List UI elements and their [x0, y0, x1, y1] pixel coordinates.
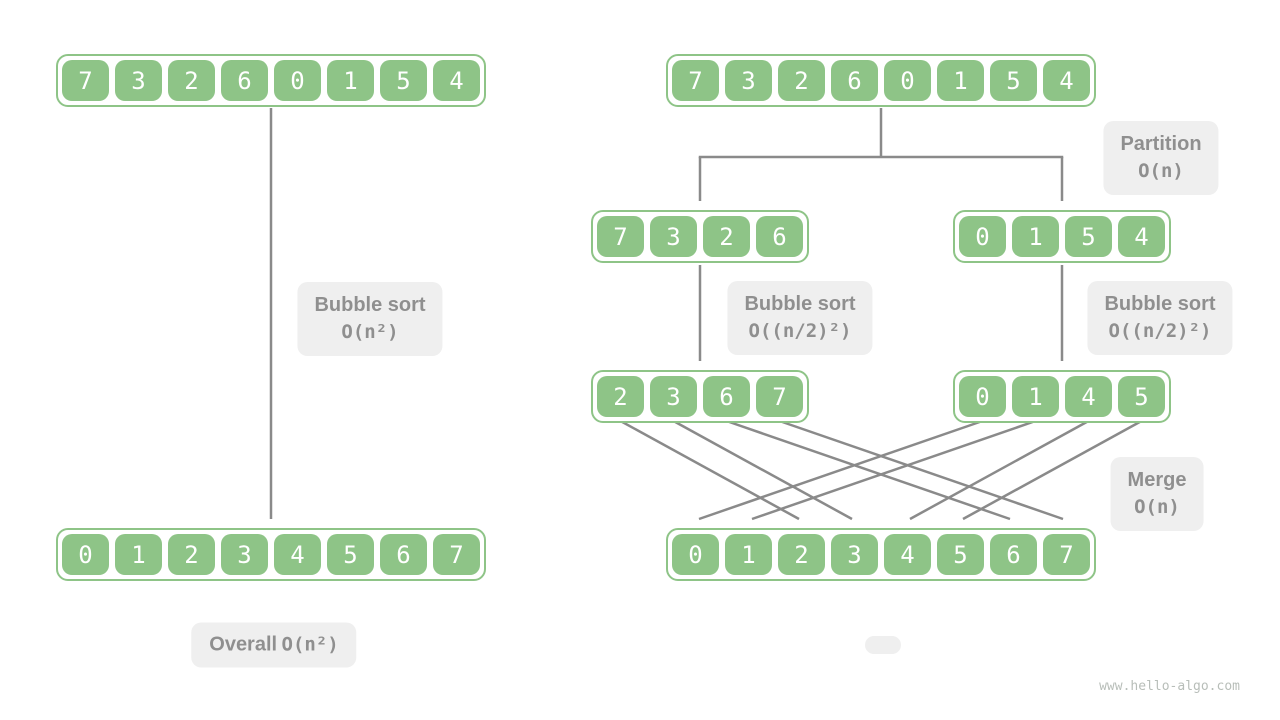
- array-cell: 0: [884, 60, 931, 101]
- label-complexity: O(n): [1138, 160, 1184, 182]
- merge-arrow-val4: [909, 419, 1090, 521]
- array-cell: 7: [1043, 534, 1090, 575]
- bubble-sort-label-sub-left: Bubble sort O((n/2)²): [727, 281, 873, 355]
- array-cell: 1: [725, 534, 772, 575]
- array-cell: 6: [831, 60, 878, 101]
- label-title: Bubble sort: [1104, 293, 1216, 315]
- array-cell: 0: [959, 376, 1006, 417]
- array-cell: 1: [1012, 216, 1059, 257]
- bubble-sort-label-left: Bubble sort O(n²): [297, 282, 443, 356]
- array-cell: 2: [778, 60, 825, 101]
- label-complexity: O((n/2)²): [748, 320, 852, 342]
- array-cell: 3: [115, 60, 162, 101]
- array-cell: 5: [380, 60, 427, 101]
- array-cell: 7: [433, 534, 480, 575]
- array-cell: 5: [990, 60, 1037, 101]
- array-cell: 4: [1118, 216, 1165, 257]
- overall-label-right: [865, 636, 901, 654]
- array-cell: 6: [990, 534, 1037, 575]
- array-cell: 5: [327, 534, 374, 575]
- label-complexity: O(n²): [341, 321, 399, 343]
- array-cell: 5: [1065, 216, 1112, 257]
- merge-arrow-val7: [779, 419, 1064, 521]
- array-cell: 2: [703, 216, 750, 257]
- array-cell: 7: [597, 216, 644, 257]
- array-cell: 6: [703, 376, 750, 417]
- bubble-sort-label-sub-right: Bubble sort O((n/2)²): [1087, 281, 1233, 355]
- array-cell: 3: [831, 534, 878, 575]
- array-cell: 0: [274, 60, 321, 101]
- array-cell: 2: [597, 376, 644, 417]
- merge-arrow-val6: [726, 419, 1011, 521]
- label-complexity: O(n): [1134, 496, 1180, 518]
- overall-label-left: Overall O(n²): [191, 622, 357, 668]
- array-cell: 7: [672, 60, 719, 101]
- array-cell: 4: [1043, 60, 1090, 101]
- merge-arrow-val1: [751, 419, 1036, 521]
- array-cell: 4: [433, 60, 480, 101]
- label-title: Bubble sort: [744, 293, 856, 315]
- array-cell: 2: [778, 534, 825, 575]
- label-title: Bubble sort: [314, 294, 426, 316]
- array-cell: 3: [650, 376, 697, 417]
- array-cell: 4: [1065, 376, 1112, 417]
- merge-arrow-val5: [962, 419, 1143, 521]
- array-cell: 1: [937, 60, 984, 101]
- array-cell: 4: [274, 534, 321, 575]
- array-cell: 7: [756, 376, 803, 417]
- array-cell: 3: [725, 60, 772, 101]
- array-cell: 2: [168, 534, 215, 575]
- array-cell: 6: [756, 216, 803, 257]
- label-complexity: O(n²): [281, 633, 339, 656]
- array-cell: 6: [380, 534, 427, 575]
- array-cell: 0: [62, 534, 109, 575]
- array-cell: 3: [221, 534, 268, 575]
- array-cell: 0: [959, 216, 1006, 257]
- array-cell: 1: [327, 60, 374, 101]
- merge-label: Merge O(n): [1110, 457, 1204, 531]
- array-cell: 1: [115, 534, 162, 575]
- partition-label: Partition O(n): [1103, 121, 1219, 195]
- array-cell: 4: [884, 534, 931, 575]
- merge-arrow-val0: [698, 419, 983, 521]
- label-complexity: O((n/2)²): [1108, 320, 1212, 342]
- merge-arrow-val3: [672, 419, 853, 521]
- array-cell: 6: [221, 60, 268, 101]
- array-cell: 5: [1118, 376, 1165, 417]
- array-cell: 2: [168, 60, 215, 101]
- merge-arrow-val2: [619, 419, 800, 521]
- watermark: www.hello-algo.com: [1099, 679, 1240, 694]
- array-cell: 5: [937, 534, 984, 575]
- label-title: Merge: [1127, 469, 1187, 491]
- label-title: Overall: [209, 633, 278, 656]
- array-cell: 7: [62, 60, 109, 101]
- array-cell: 3: [650, 216, 697, 257]
- array-cell: 0: [672, 534, 719, 575]
- label-title: Partition: [1120, 133, 1202, 155]
- array-cell: 1: [1012, 376, 1059, 417]
